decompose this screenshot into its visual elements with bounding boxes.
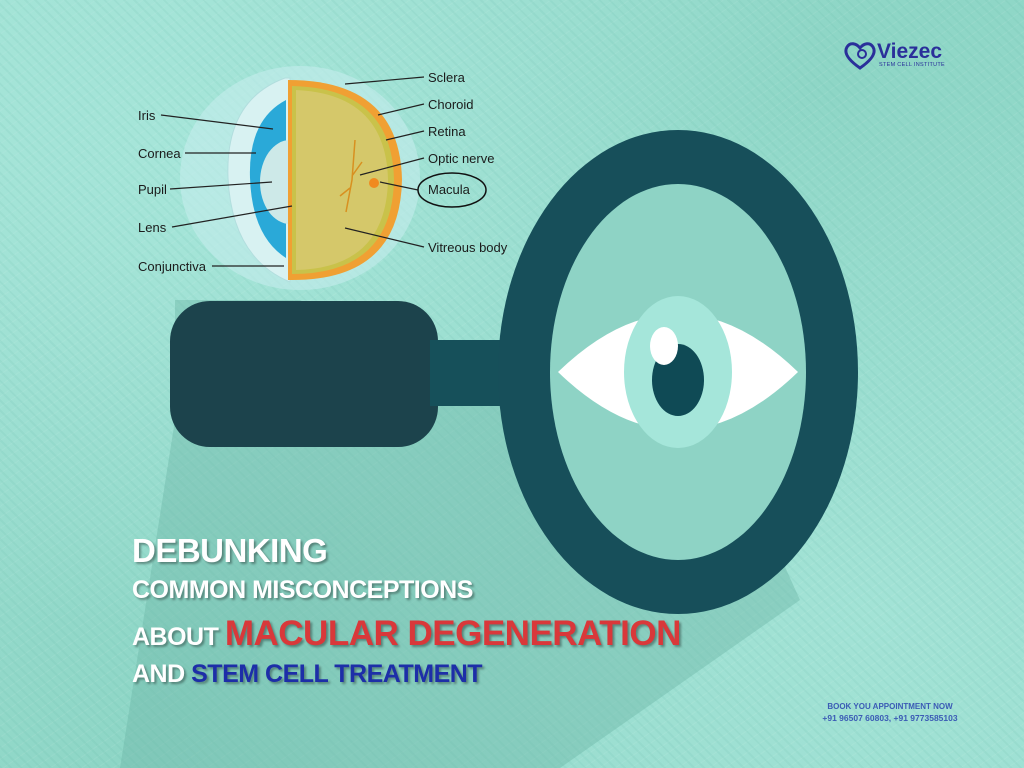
headline-line-1: DEBUNKING (132, 532, 328, 569)
label-cornea: Cornea (138, 146, 181, 161)
label-conjunctiva: Conjunctiva (138, 259, 206, 274)
phone-numbers: +91 96507 60803, +91 9773585103 (822, 713, 958, 723)
label-choroid: Choroid (428, 97, 474, 112)
label-vitreous-body: Vitreous body (428, 240, 508, 255)
macula-highlight-circle (417, 172, 487, 208)
brand-logo: Viezec STEM CELL INSTITUTE (843, 40, 945, 70)
magnifier-handle-icon (170, 301, 510, 447)
magnifying-glass-eye-icon (498, 130, 858, 614)
headline-line-3: ABOUT MACULAR DEGENERATION (132, 614, 681, 654)
headline-macular-degeneration: MACULAR DEGENERATION (224, 614, 682, 653)
brand-name: Viezec (877, 40, 942, 63)
label-lens: Lens (138, 220, 167, 235)
label-retina: Retina (428, 124, 466, 139)
headline-line-4: AND STEM CELL TREATMENT (132, 660, 483, 689)
contact-block: BOOK YOU APPOINTMENT NOW +91 96507 60803… (800, 702, 980, 723)
heart-embryo-icon (844, 42, 876, 70)
label-optic-nerve: Optic nerve (428, 151, 495, 166)
label-pupil: Pupil (138, 182, 167, 197)
label-iris: Iris (138, 108, 156, 123)
label-macula: Macula (428, 182, 470, 197)
brand-tagline: STEM CELL INSTITUTE (879, 62, 946, 68)
headline-line-2: COMMON MISCONCEPTIONS (132, 576, 473, 604)
eye-anatomy-diagram (180, 66, 420, 290)
headline-and: AND (132, 660, 185, 688)
headline-about: ABOUT (132, 623, 219, 651)
headline-stem-cell-treatment: STEM CELL TREATMENT (191, 660, 483, 688)
label-sclera: Sclera (428, 70, 465, 85)
diagram-leader-lines (160, 76, 425, 267)
appointment-cta: BOOK YOU APPOINTMENT NOW (827, 702, 953, 711)
